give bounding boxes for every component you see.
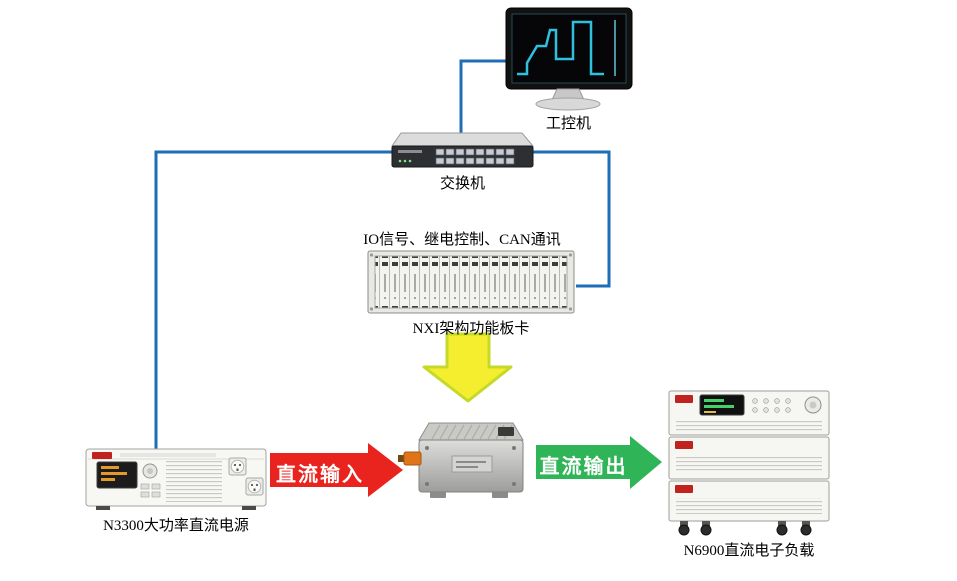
psu-vent-grille (166, 460, 222, 502)
load-brand-logo (675, 441, 693, 449)
psu-feet (96, 506, 256, 510)
switch-brand-strip (398, 150, 422, 153)
link-switch-to-power-supply (154, 150, 394, 452)
psu-display-readout (101, 466, 127, 481)
hv-connector-cap (398, 455, 406, 462)
nxi-chassis-device (367, 250, 575, 314)
dc-input-arrow (270, 443, 403, 497)
nxi-caption: IO信号、继电控制、CAN通讯 (363, 232, 561, 248)
psu-buttons (140, 483, 161, 498)
dut-label-plate (451, 455, 493, 473)
network-switch-device (391, 132, 535, 168)
psu-model-strip (120, 453, 216, 457)
dut-mount-foot (430, 492, 446, 498)
dut-label-text-lines (456, 461, 486, 468)
load-vent-2 (676, 455, 822, 473)
industrial-pc-label: 工控机 (545, 116, 591, 132)
dut-mount-foot (492, 492, 508, 498)
network-switch-label: 交换机 (439, 176, 485, 192)
load-brand-logo (675, 485, 693, 493)
psu-knob-center (147, 468, 153, 474)
monitor-base (535, 97, 601, 111)
industrial-pc-device (505, 7, 633, 111)
link-pc-to-switch (459, 59, 507, 140)
nxi-slot-cards (374, 255, 568, 309)
switch-led-indicators (398, 159, 412, 163)
dc-input-label: 直流输入 (276, 464, 364, 486)
dc-electronic-load-device (668, 390, 830, 536)
dc-output-arrow (536, 436, 662, 489)
switch-ports (435, 148, 515, 165)
switch-top-face (391, 132, 535, 147)
nxi-corner-screws (369, 253, 573, 311)
dc-power-supply-device (85, 448, 267, 510)
dut-bolts (425, 446, 516, 486)
load-display-readout (704, 399, 734, 413)
dc-output-label: 直流输出 (539, 456, 628, 478)
nxi-chassis-label: NXI架构功能板卡 (412, 321, 530, 337)
hv-connector (403, 451, 422, 466)
load-casters (678, 521, 812, 536)
dut-signal-connector (498, 427, 514, 436)
pc-screen (511, 13, 627, 84)
load-brand-logo (675, 395, 693, 403)
dc-power-supply-label: N3300大功率直流电源 (103, 518, 249, 534)
psu-brand-logo (92, 452, 112, 459)
dc-electronic-load-label: N6900直流电子负载 (683, 543, 815, 559)
link-switch-to-nxi (530, 150, 611, 288)
load-buttons (752, 398, 791, 413)
load-vent-3 (676, 498, 822, 514)
dut-motor-controller (398, 422, 524, 498)
waveform-icon (517, 20, 604, 76)
load-vent-1 (676, 421, 822, 431)
psu-output-socket (228, 457, 247, 476)
control-down-arrow (422, 332, 513, 403)
load-knob-center (809, 401, 817, 409)
psu-output-socket (245, 477, 264, 496)
dut-top-face (418, 422, 524, 441)
